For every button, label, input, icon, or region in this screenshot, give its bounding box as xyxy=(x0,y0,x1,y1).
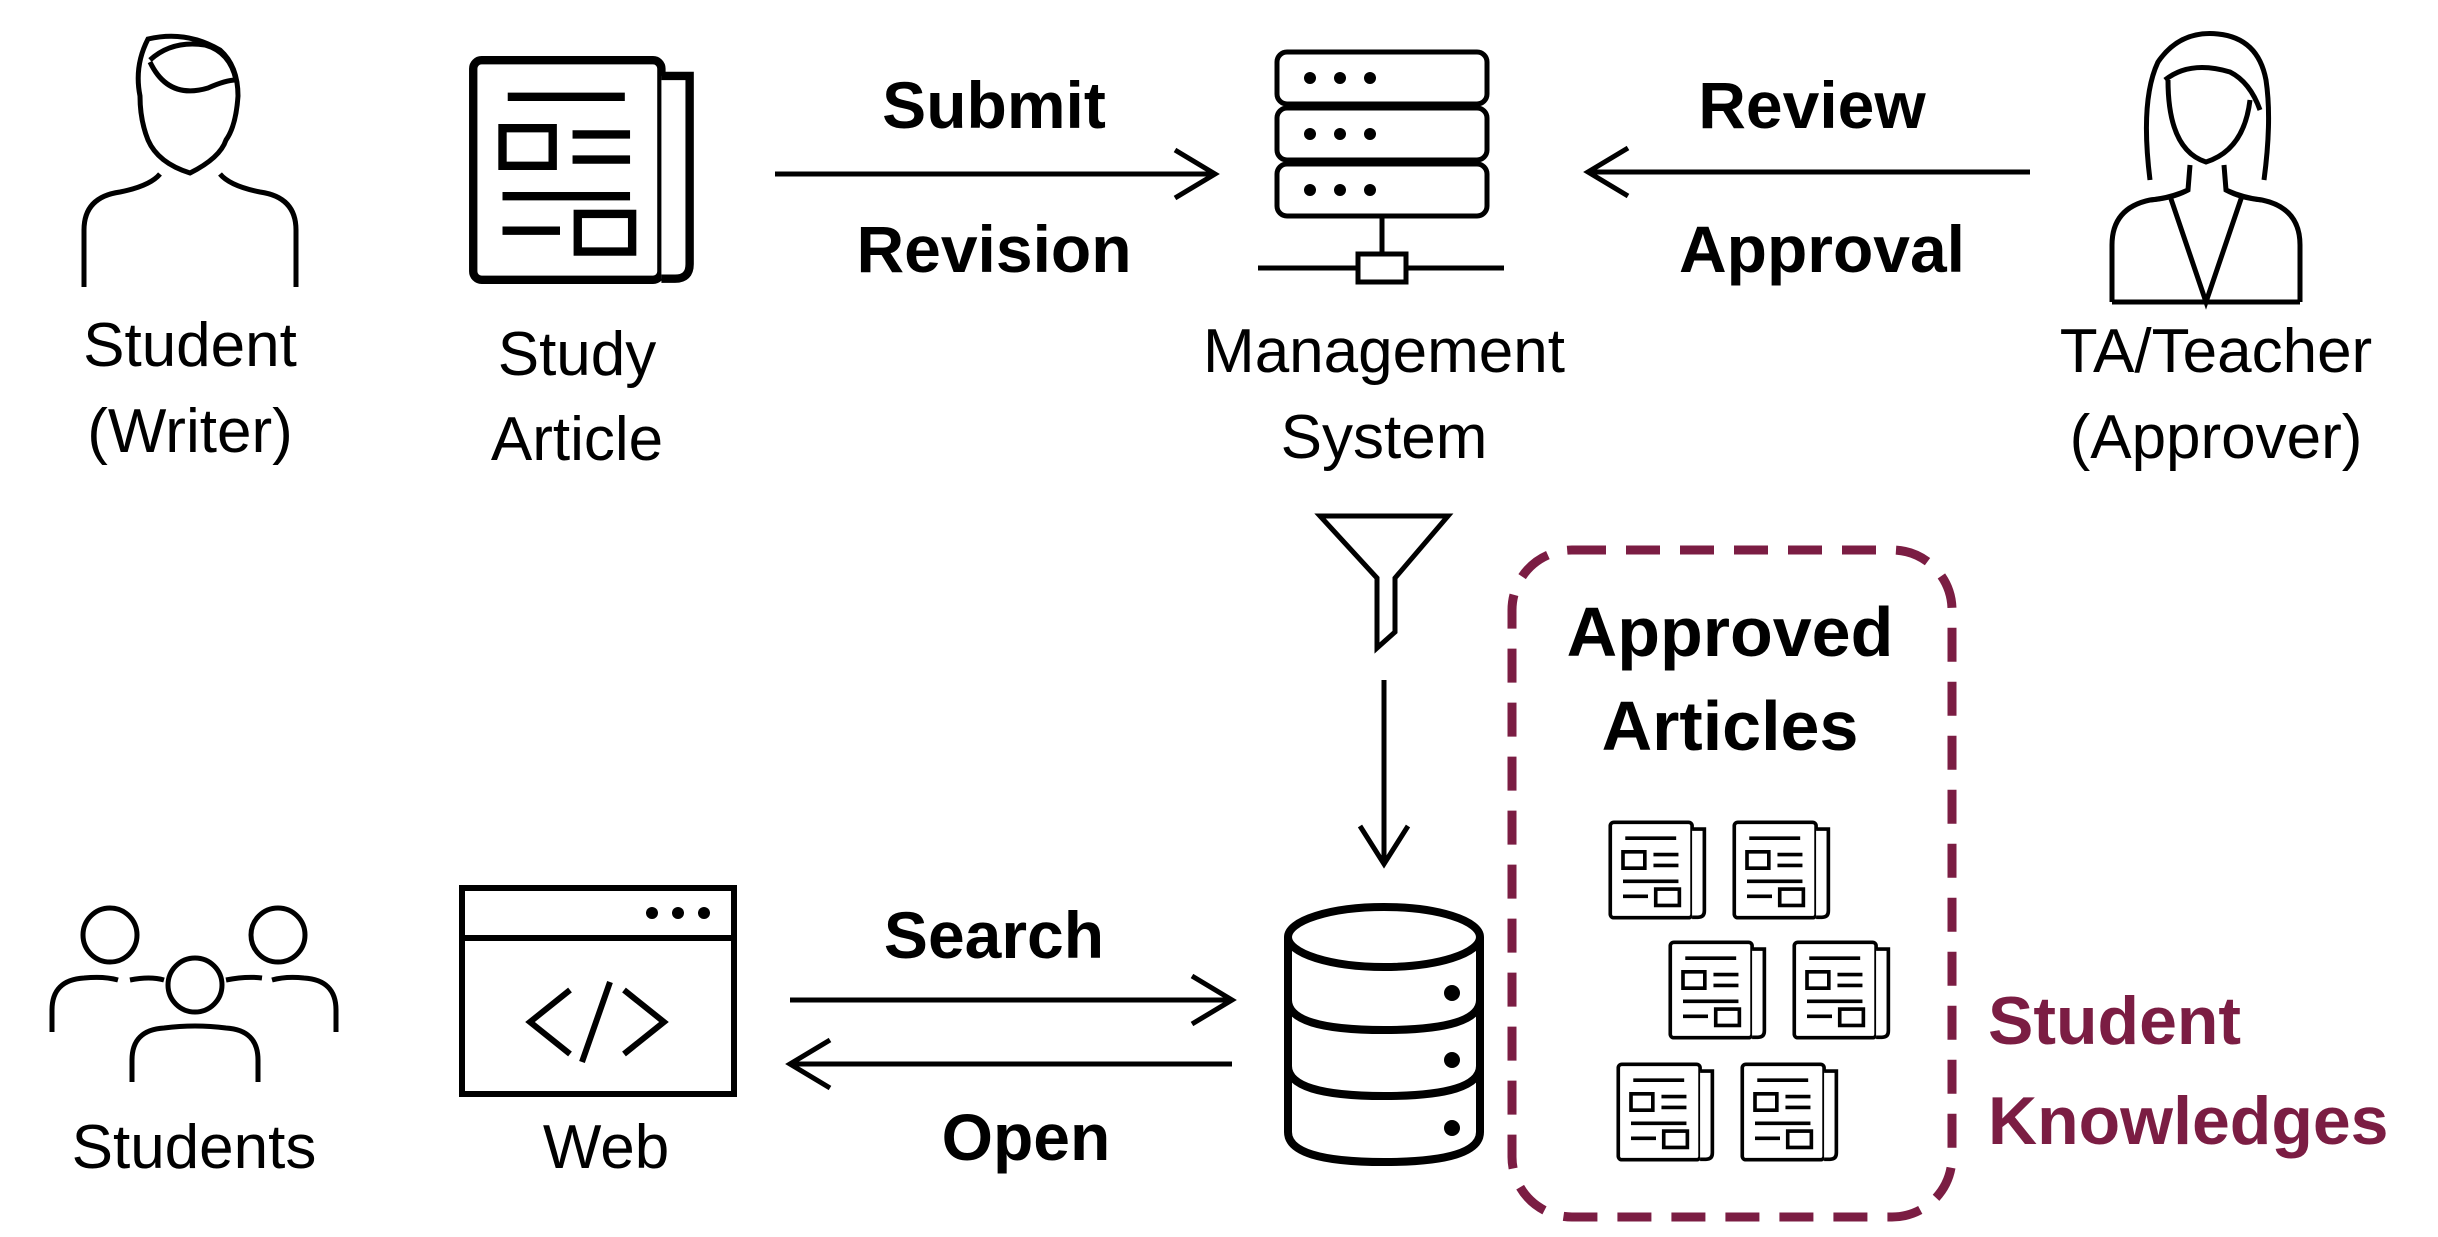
approved-article-icon xyxy=(1608,820,1707,920)
web-label: Web xyxy=(543,1113,669,1182)
browser-code-icon xyxy=(459,885,737,1097)
student-writer-label-2: (Writer) xyxy=(87,397,292,466)
server-icon xyxy=(1258,49,1504,285)
approved-articles-title-1: Approved xyxy=(1567,593,1894,671)
review-label: Review xyxy=(1698,68,1926,142)
approved-article-icon xyxy=(1792,940,1891,1040)
database-icon xyxy=(1284,903,1484,1167)
approved-article-icon xyxy=(1616,1062,1715,1162)
approval-label: Approval xyxy=(1679,212,1965,286)
search-arrowhead xyxy=(1190,973,1237,1027)
ta-teacher-label-1: TA/Teacher xyxy=(2060,317,2372,386)
woman-icon xyxy=(2109,31,2303,310)
approved-article-icon xyxy=(1740,1062,1839,1162)
newspaper-icon xyxy=(473,60,689,280)
open-arrowhead xyxy=(785,1037,832,1091)
approved-articles-box xyxy=(1507,545,1957,1222)
review-arrowhead xyxy=(1583,145,1630,199)
student-knowledges-label-1: Student xyxy=(1988,983,2241,1059)
group-icon xyxy=(49,905,339,1082)
approved-article-icon xyxy=(1668,940,1767,1040)
management-system-label-2: System xyxy=(1281,403,1488,472)
management-system-label-1: Management xyxy=(1203,317,1565,386)
study-article-label-2: Article xyxy=(491,405,663,474)
database-dots xyxy=(1444,985,1460,1136)
approved-article-list xyxy=(1608,820,1891,1162)
students-label: Students xyxy=(72,1113,317,1182)
revision-label: Revision xyxy=(856,212,1131,286)
funnel-icon xyxy=(1314,513,1454,654)
ta-teacher-label-2: (Approver) xyxy=(2070,403,2363,472)
submit-arrowhead xyxy=(1173,147,1220,201)
search-label: Search xyxy=(884,898,1104,972)
approved-articles-title-2: Articles xyxy=(1602,687,1859,765)
student-writer-label-1: Student xyxy=(83,311,297,380)
open-label: Open xyxy=(942,1100,1111,1174)
student-knowledges-label-2: Knowledges xyxy=(1988,1083,2389,1159)
person-icon xyxy=(81,33,299,287)
submit-label: Submit xyxy=(882,68,1106,142)
browser-dots xyxy=(646,907,710,919)
server-lights xyxy=(1304,72,1376,196)
approved-article-icon xyxy=(1732,820,1831,920)
study-article-label-1: Study xyxy=(498,320,657,389)
filter-to-db-arrowhead xyxy=(1357,824,1411,869)
